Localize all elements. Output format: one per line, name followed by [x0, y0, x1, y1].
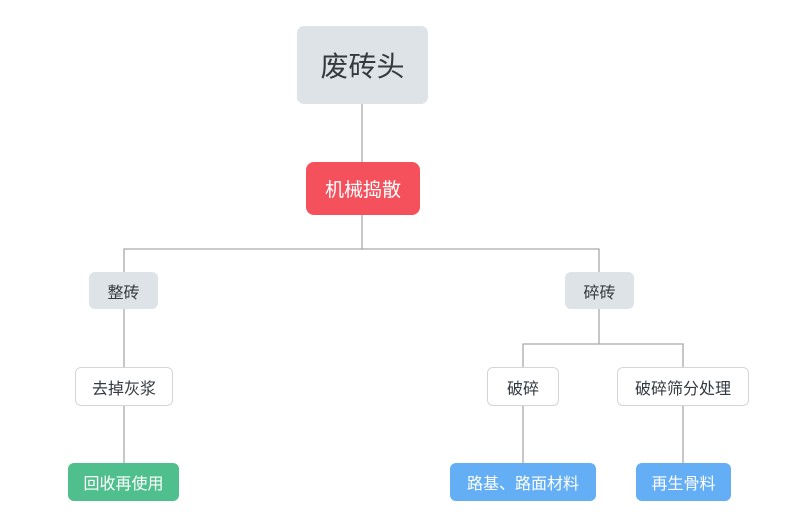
- whole-brick-node: 整砖: [89, 272, 158, 309]
- recycled-aggregate-node: 再生骨料: [636, 463, 731, 501]
- remove-mortar-node: 去掉灰浆: [75, 367, 173, 406]
- connector-broken-crush: [522, 309, 600, 367]
- connector-broken-sieve: [599, 343, 684, 367]
- broken-brick-node: 碎砖: [565, 272, 634, 309]
- crush-node: 破碎: [487, 367, 559, 406]
- crush-sieve-node: 破碎筛分处理: [617, 367, 749, 406]
- road-material-node: 路基、路面材料: [450, 463, 596, 501]
- root-node: 废砖头: [297, 26, 428, 104]
- mechanical-node: 机械捣散: [306, 162, 420, 215]
- connector-mech-broken: [362, 248, 600, 272]
- reuse-node: 回收再使用: [68, 463, 179, 501]
- connector-mech-whole: [123, 215, 363, 272]
